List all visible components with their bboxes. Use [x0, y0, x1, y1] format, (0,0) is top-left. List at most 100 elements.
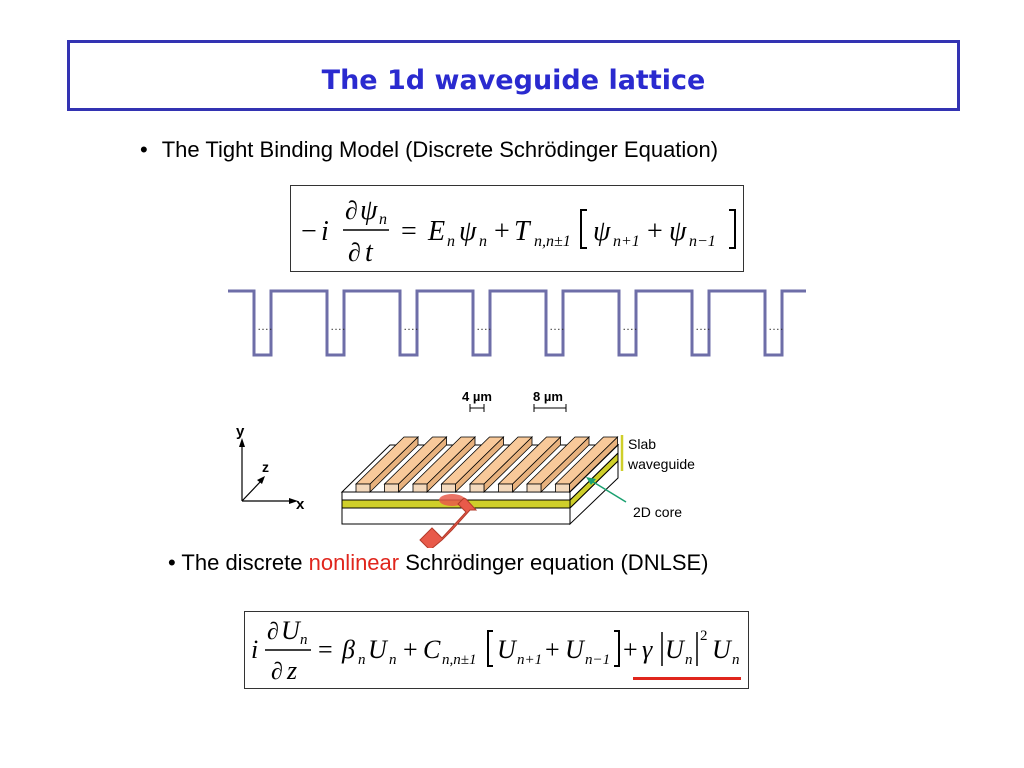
eq1-equals: =: [401, 216, 417, 247]
ridge-front: [469, 483, 485, 493]
bullet-tight-binding: • The Tight Binding Model (Discrete Schrö…: [140, 137, 718, 163]
eq2-power: 2: [700, 628, 708, 644]
eq2-U2: U: [497, 635, 518, 664]
eq2-C: C: [423, 635, 441, 664]
bullet-marker: •: [168, 550, 176, 575]
eq2-U3: U: [565, 635, 586, 664]
substrate-front: [341, 507, 571, 525]
slab-label-line2: waveguide: [627, 456, 695, 472]
eq1-right-bracket: [729, 209, 736, 249]
spacing-label: 8 µm: [533, 389, 563, 404]
y-axis-arrow: [239, 438, 245, 447]
eq2-sub-U1: n: [389, 652, 397, 668]
eq2-sub-beta: n: [358, 652, 366, 668]
eq2-U1: U: [368, 635, 389, 664]
x-axis-arrow: [289, 498, 298, 504]
z-axis-line: [241, 479, 263, 502]
eq2-left-bracket: [487, 630, 493, 667]
ridges: [355, 436, 619, 493]
eq1-E: E: [427, 216, 445, 247]
axis-z-label: z: [262, 459, 269, 475]
eq1-plus2: +: [647, 216, 663, 247]
eq1-sub-psi: n: [479, 233, 487, 250]
lattice-ellipsis: ….: [695, 319, 710, 333]
dnlse-equation: i ∂ U n ∂ z = β n U n + C n,n±1 U n+1 + …: [244, 611, 749, 689]
eq2-partial-top: ∂: [267, 619, 279, 645]
eq2-U-top: U: [281, 616, 302, 645]
ridge-front: [441, 483, 456, 493]
eq2-i: i: [251, 635, 258, 664]
nonlinear-highlight: nonlinear: [308, 550, 400, 575]
ridge-front: [555, 483, 570, 493]
eq1-sub-n-top: n: [379, 211, 387, 228]
eq1-psi-n1: ψ: [593, 216, 611, 247]
eq1-psi-n-1: ψ: [669, 216, 687, 247]
axes: y z x: [236, 423, 305, 513]
eq2-sub-n-plus-1: n+1: [517, 652, 542, 668]
waveguide-diagram: y z x 4 µm 8 µm Slab waveguide 2D core: [236, 389, 695, 548]
nonlinear-term-underline: [633, 677, 741, 680]
slide-title: The 1d waveguide lattice: [321, 65, 706, 96]
eq2-plus3: +: [623, 635, 638, 664]
eq2-plus1: +: [403, 635, 418, 664]
eq1-sub-E: n: [447, 233, 455, 250]
eq2-sub-U4: n: [685, 652, 693, 668]
bullet-text-after: Schrödinger equation (DNLSE): [399, 550, 709, 575]
eq1-sub-T: n,n±1: [534, 233, 571, 250]
slab-label-line1: Slab: [628, 436, 656, 452]
dimension-markers: 4 µm 8 µm: [462, 389, 567, 412]
lattice-ellipsis: ….: [768, 319, 783, 333]
bullet-dnlse: • The discrete nonlinear Schrödinger equ…: [168, 550, 709, 576]
lattice-ellipsis: ….: [476, 319, 491, 333]
eq2-partial-bottom: ∂: [271, 659, 283, 685]
equation1-svg: − i ∂ ψ n ∂ t = E n ψ n + T n,n±1 ψ n+1 …: [301, 195, 736, 268]
ridge-front: [412, 483, 428, 493]
eq1-T: T: [514, 216, 532, 247]
eq1-psi: ψ: [459, 216, 477, 247]
eq1-minus: −: [301, 216, 317, 247]
eq2-U4: U: [665, 635, 686, 664]
core-pointer-head: [586, 477, 596, 485]
eq1-sub-n-plus-1: n+1: [613, 233, 640, 250]
title-box: The 1d waveguide lattice: [67, 40, 960, 111]
eq1-t: t: [365, 237, 374, 268]
width-label: 4 µm: [462, 389, 492, 404]
eq2-plus2: +: [545, 635, 560, 664]
lattice-ellipsis: ….: [403, 319, 418, 333]
lattice-ellipsis: ….: [330, 319, 345, 333]
lattice-ellipsis: ….: [257, 319, 272, 333]
eq1-psi-top: ψ: [360, 195, 378, 226]
eq1-left-bracket: [580, 209, 587, 249]
eq2-gamma: γ: [642, 635, 653, 664]
bullet-text-before: The discrete: [181, 550, 309, 575]
eq2-sub-U5: n: [732, 652, 740, 668]
eq2-equals: =: [318, 635, 333, 664]
eq2-sub-C: n,n±1: [442, 652, 476, 668]
ridge-front: [526, 483, 542, 493]
tight-binding-equation: − i ∂ ψ n ∂ t = E n ψ n + T n,n±1 ψ n+1 …: [290, 185, 744, 272]
eq2-sub-n-top: n: [300, 632, 308, 648]
axis-y-label: y: [236, 423, 245, 440]
eq2-right-bracket: [614, 630, 620, 667]
input-beam-arrow: [419, 497, 478, 548]
eq1-partial-bottom: ∂: [348, 238, 361, 267]
z-axis-arrow: [257, 476, 265, 484]
eq2-sub-n-minus-1: n−1: [585, 652, 610, 668]
core-pointer-line: [589, 479, 627, 503]
axis-x-label: x: [296, 496, 305, 513]
ridge-front: [384, 483, 399, 493]
bullet-text: The Tight Binding Model (Discrete Schröd…: [161, 137, 719, 162]
eq2-beta: β: [341, 635, 355, 664]
eq1-partial-top: ∂: [345, 196, 358, 225]
lattice-ellipsis: ….: [549, 319, 564, 333]
equation2-svg: i ∂ U n ∂ z = β n U n + C n,n±1 U n+1 + …: [251, 616, 740, 685]
eq1-i: i: [321, 216, 329, 247]
bullet-marker: •: [140, 137, 148, 162]
lattice-ellipsis: ….: [622, 319, 637, 333]
lattice-potential-line: [228, 289, 806, 357]
eq2-U5: U: [712, 635, 733, 664]
ridge-front: [355, 483, 371, 493]
eq1-sub-n-minus-1: n−1: [689, 233, 716, 250]
eq1-plus1: +: [494, 216, 510, 247]
